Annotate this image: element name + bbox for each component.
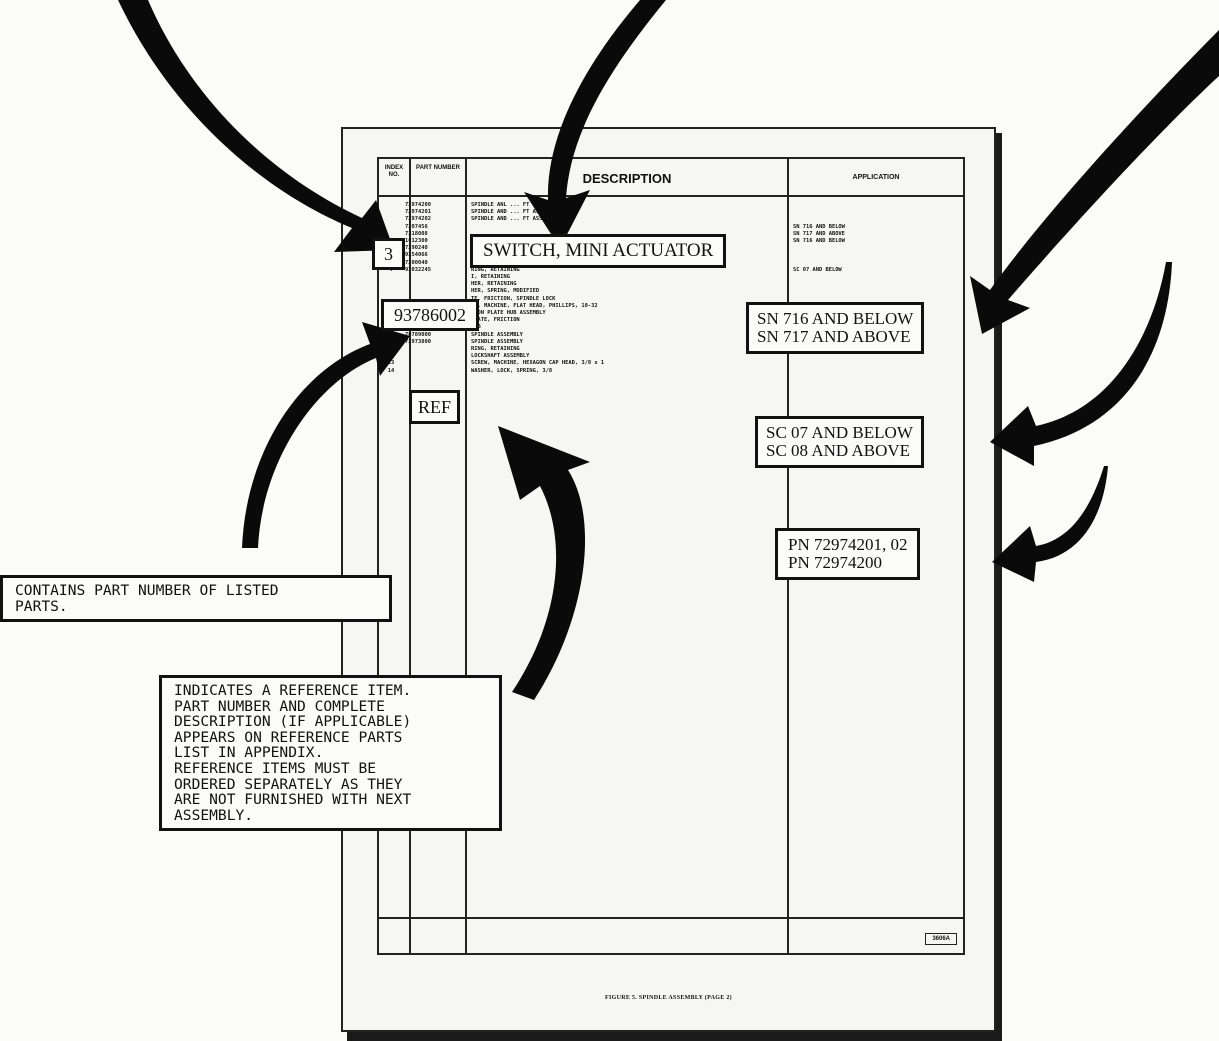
footer-divider (379, 917, 963, 919)
figure-caption: FIGURE 5. SPINDLE ASSEMBLY (PAGE 2) (605, 995, 732, 1001)
header-description: DESCRIPTION (582, 171, 672, 186)
series-callout: SC 07 AND BELOW SC 08 AND ABOVE (755, 416, 924, 468)
row-description: LOCKSHAFT ASSEMBLY (471, 353, 530, 360)
row-part-number: 7200040 (405, 259, 428, 266)
row-description: SPINDLE AND ... FT ASSEMBLY (471, 209, 559, 216)
arrow-to-series-callout (990, 262, 1172, 466)
row-part-number: 9254066 (405, 252, 428, 259)
row-index: 13 (387, 360, 395, 367)
drawing-code: 3606A (925, 933, 957, 945)
row-application: SC 07 AND BELOW (793, 266, 842, 273)
pn-line-1: PN 72974201, 02 (788, 535, 908, 554)
row-description: SPINDLE ANL ... FT ASSEMBLY (471, 202, 559, 208)
part-number-callout: 93786002 (381, 299, 479, 331)
row-description: HER, RETAINING (471, 281, 517, 288)
row-description: TION PLATE HUB ASSEMBLY (471, 310, 546, 316)
row-description: SPINDLE AND ... FT ASSEMBLY (471, 216, 559, 223)
row-application: SN 717 AND ABOVE (793, 230, 845, 237)
serial-number-callout: SN 716 AND BELOW SN 717 AND ABOVE (746, 302, 925, 354)
row-part-number: 7207456 (405, 223, 428, 230)
row-index: 14 (387, 367, 395, 374)
row-description: SPINDLE ASSEMBLY (471, 338, 523, 345)
row-description: SPINDLE ASSEMBLY (471, 331, 523, 338)
row-description: RING, RETAINING (471, 346, 520, 352)
row-description: PLATE, FRICTION (471, 317, 520, 324)
row-part-number: 92032245 (405, 266, 431, 273)
serial-line-2: SN 717 AND ABOVE (757, 327, 911, 346)
arrow-to-part-number-callout (242, 322, 410, 548)
series-line-1: SC 07 AND BELOW (766, 423, 913, 442)
column-divider (409, 159, 411, 953)
arrow-to-ref-callout (498, 426, 590, 700)
arrow-to-pn-callout (992, 466, 1108, 582)
pn-callout: PN 72974201, 02 PN 72974200 (775, 528, 921, 580)
series-line-2: SC 08 AND ABOVE (766, 441, 911, 460)
row-description: WASHER, LOCK, SPRING, 3/8 (471, 367, 553, 374)
header-part-number: PART NUMBER (416, 165, 460, 171)
row-part-number: 72973800 (405, 338, 431, 345)
row-part-number: 72974202 (405, 216, 431, 223)
row-application: SN 716 AND BELOW (793, 238, 845, 244)
row-application: SN 716 AND BELOW (793, 223, 845, 230)
header-application: APPLICATION (852, 174, 900, 181)
row-description: SCREW, MACHINE, HEXAGON CAP HEAD, 3/8 x … (471, 360, 605, 367)
index-callout: 3 (372, 238, 405, 270)
row-description: EW, MACHINE, FLAT HEAD, PHILLIPS, 10-32 (471, 302, 598, 309)
row-description: TE, FRICTION, SPINDLE LOCK (471, 295, 556, 302)
reference-item-note: INDICATES A REFERENCE ITEM. PART NUMBER … (159, 675, 502, 832)
row-part-number: 1012300 (405, 238, 428, 244)
row-description: HER, SPRING, MODIFIED (471, 288, 540, 295)
part-number-note: CONTAINS PART NUMBER OF LISTED PARTS. (0, 575, 392, 623)
row-part-number: 7318008 (405, 230, 428, 237)
row-description: RING, RETAINING (471, 266, 520, 273)
row-part-number: 70789000 (405, 331, 431, 338)
column-divider (465, 159, 467, 953)
arrow-to-index-column (118, 0, 394, 252)
row-description: I, RETAINING (471, 274, 510, 280)
header-index-no: INDEX NO. (384, 165, 404, 178)
serial-line-1: SN 716 AND BELOW (757, 309, 914, 328)
row-part-number: 7290240 (405, 245, 428, 252)
arrow-to-description (524, 0, 666, 248)
arrow-to-serial-callout (970, 30, 1219, 334)
description-callout: SWITCH, MINI ACTUATOR (470, 234, 727, 268)
row-part-number: 72974200 (405, 202, 431, 208)
header-divider (379, 195, 963, 197)
pn-line-2: PN 72974200 (788, 553, 882, 572)
ref-callout: REF (409, 390, 461, 424)
row-part-number: 72974201 (405, 209, 431, 216)
